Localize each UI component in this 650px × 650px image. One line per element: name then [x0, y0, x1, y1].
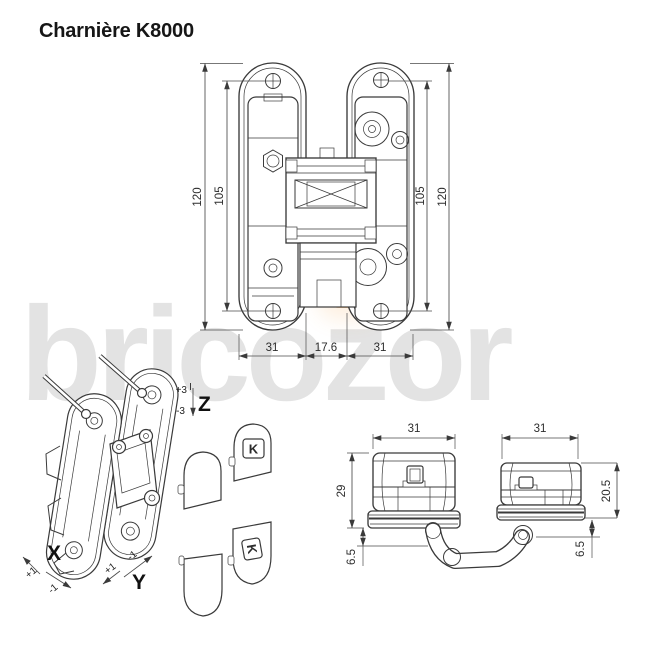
dim-cup-depth-right: 20.5 [601, 480, 613, 502]
dim-width-right: 31 [374, 342, 387, 354]
axis-y-plus: +1 [103, 561, 119, 577]
cover-cap-logo: K [228, 423, 272, 482]
dim-height-left-outer: 120 [192, 187, 204, 206]
cover-cap-logo: K [227, 521, 272, 585]
axis-y-annotation: Y +1 -1 [103, 549, 153, 594]
front-view-dimensions: 120 105 105 120 31 17.6 31 [192, 63, 454, 360]
screw-hole-bottom-right [373, 303, 389, 319]
axis-z-annotation: +3 -3 Z [176, 383, 211, 417]
axis-x-minus: -1 [46, 582, 60, 596]
dim-width-left: 31 [266, 342, 279, 354]
dim-offset-left: 6.5 [346, 549, 358, 565]
isometric-view-drawing [42, 354, 179, 580]
cover-cap-plain [177, 451, 222, 510]
front-view-drawing: 120 105 105 120 31 17.6 31 [192, 62, 454, 360]
dim-height-left-inner: 105 [214, 186, 226, 205]
cap-logo-k: K [244, 543, 261, 555]
screw-hole-top-left [265, 73, 281, 89]
cap-logo-k: K [249, 442, 259, 457]
screw-hole-bottom-left [265, 303, 281, 319]
section-view-dimensions: 31 31 29 6.5 20.5 6.5 [336, 423, 620, 566]
hinge-linkage [285, 147, 377, 308]
mounting-screw [98, 354, 148, 399]
dim-cup-depth-left: 29 [336, 485, 348, 498]
linkage-arm [425, 522, 533, 569]
dim-height-right-outer: 120 [437, 187, 449, 206]
dim-gap-center: 17.6 [315, 342, 337, 354]
axis-y-label: Y [132, 571, 146, 594]
axis-x-label: X [47, 542, 61, 565]
dim-height-right-inner: 105 [415, 186, 427, 205]
cover-cap-plain [178, 553, 223, 617]
screw-hole-top-right [373, 72, 389, 88]
page-title: Charnière K8000 [39, 20, 194, 42]
mounting-screw [42, 374, 92, 420]
axis-z-label: Z [198, 393, 211, 416]
section-view-drawing: 31 31 29 6.5 20.5 6.5 [336, 423, 620, 569]
axis-z-minus: -3 [176, 406, 185, 417]
dim-cup-width-left: 31 [408, 423, 421, 435]
axis-x-plus: +1 [23, 565, 39, 581]
dim-cup-width-right: 31 [534, 423, 547, 435]
dim-offset-right: 6.5 [575, 541, 587, 557]
axis-z-plus: +3 [176, 385, 188, 396]
cover-caps-drawing: K K [177, 423, 272, 617]
